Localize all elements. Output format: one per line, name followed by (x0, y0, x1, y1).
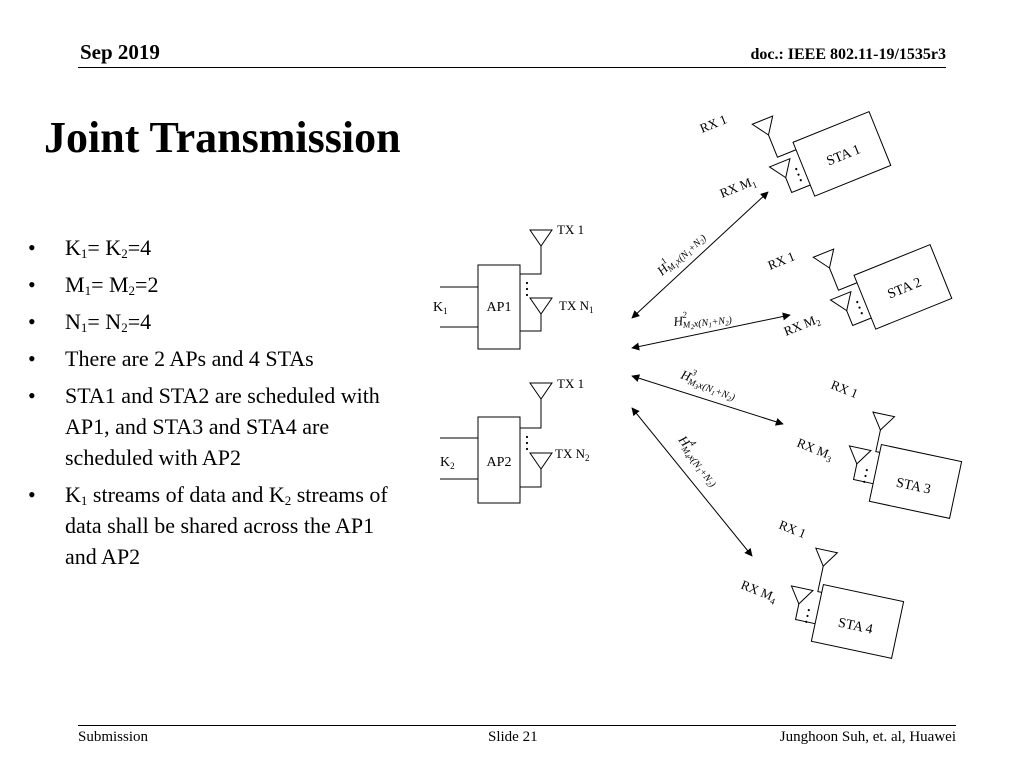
ap2-feed-top (520, 399, 542, 429)
ap1-label: AP1 (487, 300, 512, 315)
sta4-feed-bottom (794, 603, 816, 625)
bullet-text: There are 2 APs and 4 STAs (65, 346, 314, 371)
bullet-text: K1= K2=4 (65, 235, 152, 261)
bullet-text: STA1 and STA2 are scheduled with AP1, an… (65, 383, 380, 470)
antenna-icon (751, 115, 774, 136)
antenna-icon (829, 290, 852, 312)
antenna-icon (814, 547, 839, 567)
ap2-box (477, 416, 521, 504)
bullet-text: K1 streams of data and K2 streams of dat… (65, 482, 388, 569)
ap1-tx-top: TX 1 (557, 222, 584, 237)
antenna-icon (529, 297, 553, 315)
sta3-group: STA 3 (848, 411, 963, 519)
sta2-box (853, 243, 953, 330)
channel-arrow-sta4 (631, 407, 753, 557)
bullet-item: • K1 streams of data and K2 streams of da… (28, 479, 408, 572)
channel-arrow-sta3 (631, 374, 784, 426)
svg-text:H4M4x(N1+N2): H4M4x(N1+N2) (672, 430, 726, 491)
ellipsis-dots (525, 435, 529, 451)
channel-label-4: H4M4x(N1+N2) (672, 430, 726, 491)
footer-submission: Submission (78, 729, 149, 745)
sta4-rx-top: RX 1 (777, 517, 808, 541)
sta4-feed-top (817, 566, 824, 593)
header-date: Sep 2019 (80, 40, 160, 64)
footer-divider (78, 725, 956, 726)
ellipsis-dots (525, 281, 529, 297)
sta2-feed-bottom (846, 310, 872, 327)
bullet-dot: • (28, 482, 36, 507)
sta3-label: STA 3 (895, 476, 932, 498)
antenna-icon (848, 445, 872, 465)
bullet-item: • N1= N2=4 (28, 306, 408, 337)
bullet-item: • There are 2 APs and 4 STAs (28, 343, 408, 374)
antenna-icon (529, 229, 553, 247)
sta1-rx-bottom: RX M1 (718, 173, 759, 203)
slide-title: Joint Transmission (44, 113, 401, 162)
bullet-dot: • (28, 309, 36, 334)
svg-text:H3M3x(N1+N2): H3M3x(N1+N2) (677, 364, 741, 405)
sta3-rx-bottom: RX M3 (794, 435, 835, 465)
footer-authors: Junghoon Suh, et. al, Huawei (779, 729, 956, 745)
channel-arrow-sta2 (631, 312, 791, 351)
bullet-item: • M1= M2=2 (28, 269, 408, 300)
svg-text:H2M2x(N1+N2): H2M2x(N1+N2) (671, 305, 733, 333)
bullet-text: N1= N2=4 (65, 309, 152, 335)
antenna-icon (872, 411, 896, 431)
ap2-tx-top: TX 1 (557, 376, 584, 391)
ellipsis-dots (856, 300, 863, 315)
bullet-dot: • (28, 383, 36, 408)
channel-label-2: H2M2x(N1+N2) (671, 305, 733, 333)
ap2-input-label: K2 (440, 455, 455, 471)
ap1-group: AP1 K1 TX 1 TX N1 (433, 222, 593, 350)
sta2-feed-top (829, 267, 858, 291)
antenna-icon (790, 585, 814, 605)
ap2-feed-bottom (520, 469, 542, 488)
bullet-dot: • (28, 235, 36, 260)
sta1-group: STA 1 (751, 110, 892, 197)
antenna-icon (529, 382, 553, 400)
sta1-feed-bottom (785, 177, 811, 194)
bullet-dot: • (28, 346, 36, 371)
ellipsis-dots (795, 167, 802, 182)
antenna-icon (529, 452, 553, 470)
bullet-item: • K1= K2=4 (28, 232, 408, 263)
sta2-rx-top: RX 1 (766, 248, 797, 272)
ap2-tx-bottom: TX N2 (555, 446, 589, 463)
sta4-rx-bottom: RX M4 (738, 577, 779, 607)
channel-arrow-sta1 (631, 191, 769, 319)
ap1-tx-bottom: TX N1 (559, 298, 593, 315)
sta1-feed-top (768, 134, 797, 158)
ap1-feed-bottom (520, 314, 542, 332)
footer-slide-number: Slide 21 (488, 729, 538, 745)
sta4-label: STA 4 (837, 616, 874, 638)
header-doc-id: doc.: IEEE 802.11-19/1535r3 (750, 46, 946, 63)
antenna-icon (812, 248, 835, 269)
sta1-box (792, 110, 892, 197)
ap2-label: AP2 (487, 455, 512, 470)
sta3-feed-top (875, 429, 881, 453)
bullet-list: • K1= K2=4 • M1= M2=2 • N1= N2=4 • There are… (28, 232, 408, 578)
sta3-feed-bottom (852, 463, 874, 485)
sta2-group: STA 2 (812, 243, 953, 330)
ap1-feed-top (520, 246, 542, 275)
sta4-group: STA 4 (790, 547, 905, 659)
bullet-dot: • (28, 272, 36, 297)
ap1-box (477, 264, 521, 350)
bullet-item: • STA1 and STA2 are scheduled with AP1, a… (28, 380, 408, 473)
ellipsis-dots (863, 468, 868, 483)
sta3-rx-top: RX 1 (829, 377, 860, 401)
antenna-icon (768, 157, 791, 179)
sta3-box (868, 443, 963, 519)
sta1-rx-top: RX 1 (698, 111, 729, 135)
ellipsis-dots (805, 608, 810, 623)
ap2-group: AP2 K2 TX 1 TX N2 (440, 376, 589, 504)
ap1-input-label: K1 (433, 300, 448, 316)
sta4-box (810, 583, 905, 659)
channel-label-3: H3M3x(N1+N2) (677, 364, 741, 405)
bullet-text: M1= M2=2 (65, 272, 159, 298)
header-divider (78, 67, 946, 68)
